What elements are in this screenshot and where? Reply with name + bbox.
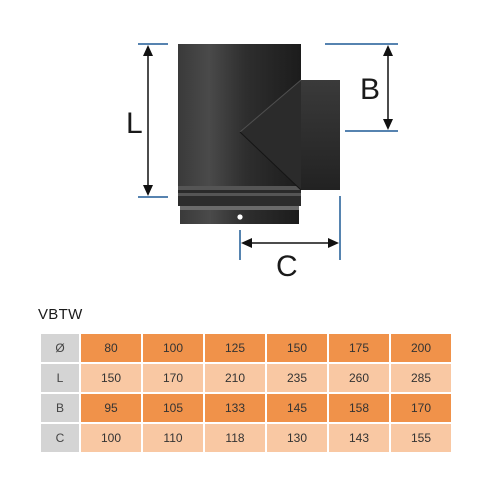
table-cell: 158 xyxy=(329,394,389,422)
table-cell: 210 xyxy=(205,364,265,392)
table-cell: 145 xyxy=(267,394,327,422)
table-cell: 235 xyxy=(267,364,327,392)
table-cell: 143 xyxy=(329,424,389,452)
dimensions-table: Ø 80 100 125 150 175 200 L 150 170 210 2… xyxy=(39,332,453,454)
spigot-marker-dot xyxy=(237,214,243,220)
table-cell: 100 xyxy=(143,334,203,362)
table-cell: 155 xyxy=(391,424,451,452)
dimension-label-b: B xyxy=(360,73,380,106)
row-header: Ø xyxy=(41,334,79,362)
row-header: C xyxy=(41,424,79,452)
dimension-label-l: L xyxy=(126,107,143,140)
dimension-label-c: C xyxy=(276,250,298,283)
table-cell: 150 xyxy=(81,364,141,392)
table-cell: 95 xyxy=(81,394,141,422)
table-cell: 175 xyxy=(329,334,389,362)
row-header: L xyxy=(41,364,79,392)
table-row-l: L 150 170 210 235 260 285 xyxy=(41,364,451,392)
table-cell: 133 xyxy=(205,394,265,422)
table-cell: 118 xyxy=(205,424,265,452)
table-cell: 285 xyxy=(391,364,451,392)
table-cell: 200 xyxy=(391,334,451,362)
table-cell: 150 xyxy=(267,334,327,362)
dimension-c xyxy=(239,196,341,260)
row-header: B xyxy=(41,394,79,422)
table-row-b: B 95 105 133 145 158 170 xyxy=(41,394,451,422)
table-cell: 260 xyxy=(329,364,389,392)
dimension-b xyxy=(325,43,398,132)
table-cell: 170 xyxy=(143,364,203,392)
dimension-l xyxy=(138,43,168,198)
table-cell: 125 xyxy=(205,334,265,362)
table-cell: 80 xyxy=(81,334,141,362)
table-cell: 170 xyxy=(391,394,451,422)
table-cell: 100 xyxy=(81,424,141,452)
table-cell: 130 xyxy=(267,424,327,452)
product-code: VBTW xyxy=(38,306,83,323)
branch-pipe xyxy=(239,79,340,191)
table-cell: 110 xyxy=(143,424,203,452)
table-row-diameter: Ø 80 100 125 150 175 200 xyxy=(41,334,451,362)
table-cell: 105 xyxy=(143,394,203,422)
table-row-c: C 100 110 118 130 143 155 xyxy=(41,424,451,452)
tee-pipe-diagram: L B C xyxy=(126,43,398,283)
